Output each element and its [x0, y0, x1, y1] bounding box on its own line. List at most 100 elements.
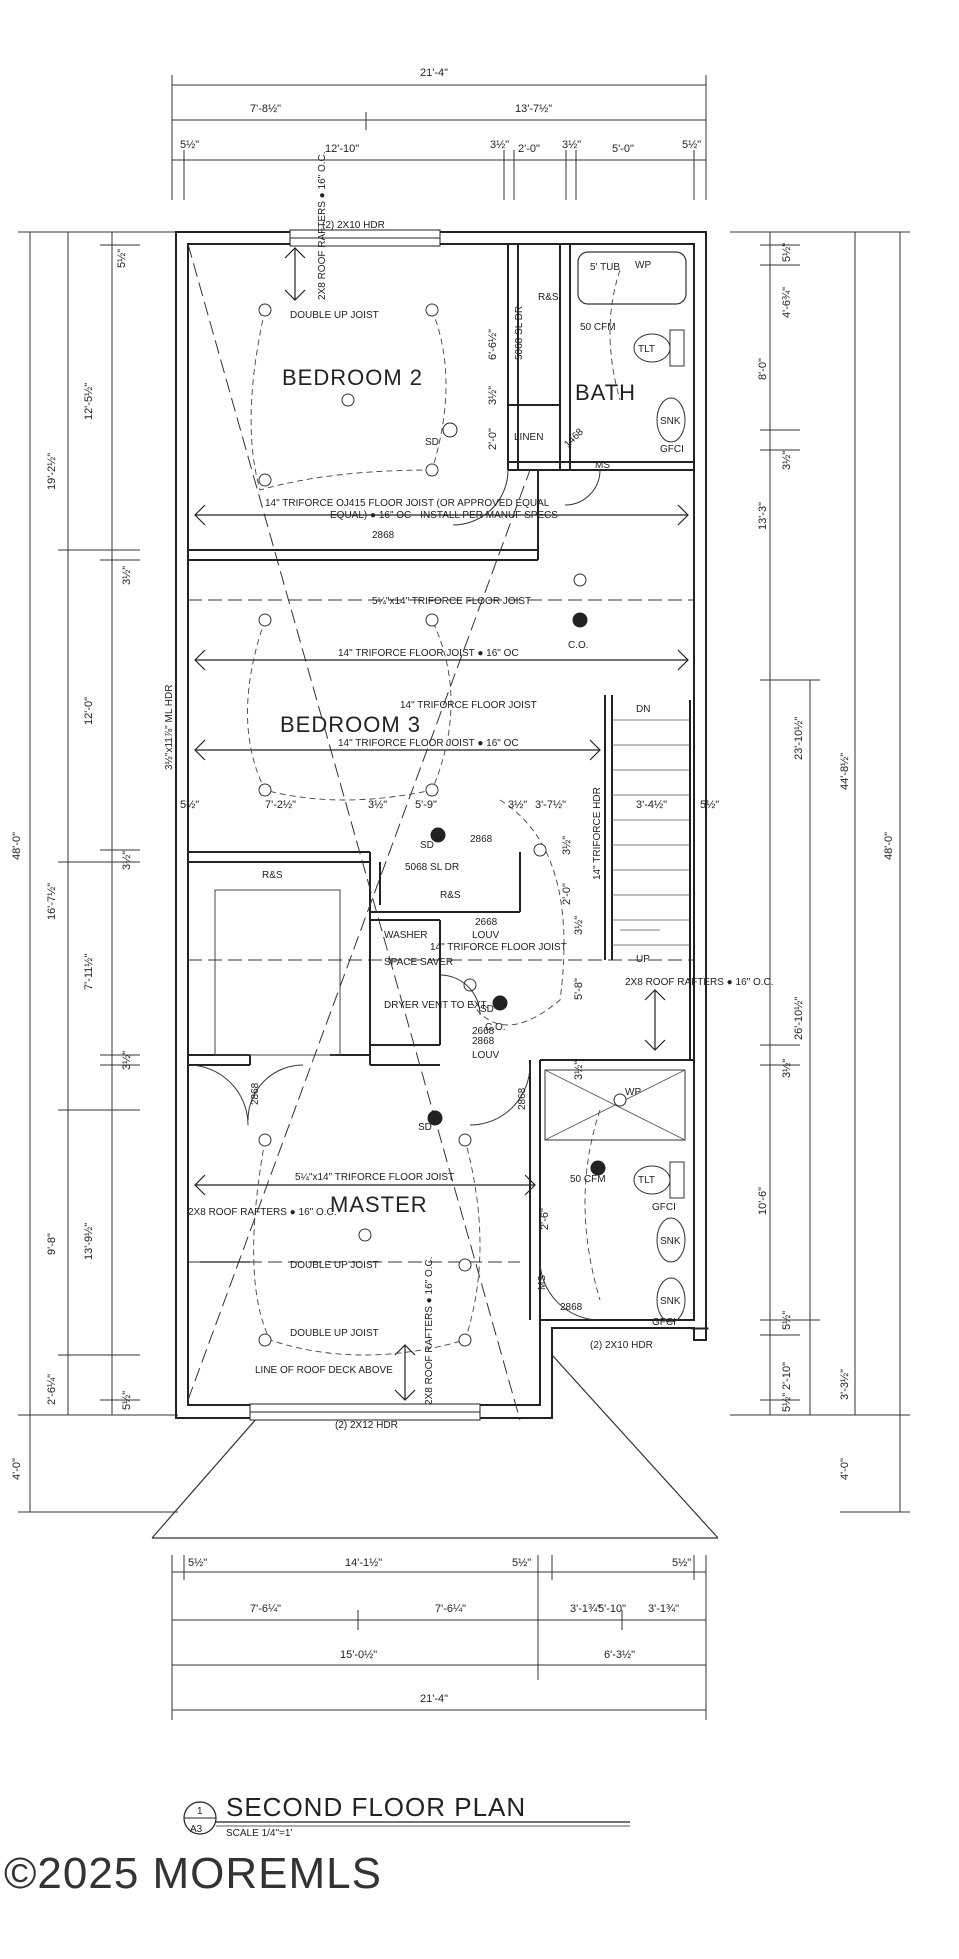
dim-top-c4: 2'-0"	[518, 143, 540, 155]
note-sd-1: SD	[425, 437, 439, 448]
dim-bot-c1: 15'-0½"	[340, 1649, 377, 1661]
dim-right-e9: 2'-10"	[781, 1362, 793, 1390]
note-rafters-bottom: 2X8 ROOF RAFTERS ● 16" O.C.	[424, 1256, 435, 1405]
dim-right-d: 3'-3½"	[839, 1369, 851, 1400]
note-gfci-3: GFCI	[652, 1317, 676, 1328]
note-joist-2: EQUAL) ● 16" OC - INSTALL PER MANUF SPEC…	[330, 510, 558, 521]
dim-right-e10: 5½"	[781, 1393, 793, 1412]
dim-left-c: 9'-8"	[46, 1233, 58, 1255]
note-tlt-2: TLT	[638, 1175, 655, 1186]
dim-bot-a2: 14'-1½"	[345, 1557, 382, 1569]
dim-right-e8: 5½"	[781, 1311, 793, 1330]
note-tlt-1: TLT	[638, 344, 655, 355]
dim-left-e4: 12'-0"	[83, 697, 95, 725]
note-gfci-1: GFCI	[660, 444, 684, 455]
dim-int-7: 5'-9"	[415, 799, 437, 811]
sheet-number: 1	[197, 1806, 203, 1817]
dim-left-a: 19'-2½"	[46, 453, 58, 490]
room-linen: LINEN	[514, 432, 543, 443]
note-wp-2: WP	[625, 1087, 641, 1098]
dim-left-e5: 3½"	[121, 851, 133, 870]
dim-int-2: 3½"	[487, 386, 499, 405]
note-triforce-4: 14" TRIFORCE FLOOR JOIST ● 16" OC	[338, 738, 519, 749]
dim-left-e8: 13'-9½"	[83, 1223, 95, 1260]
note-roof-line: LINE OF ROOF DECK ABOVE	[255, 1365, 393, 1376]
note-sd-3: SD	[480, 1004, 494, 1015]
dim-bot-b3: 3'-1¾"	[570, 1603, 601, 1615]
note-rafters-master: 2X8 ROOF RAFTERS ● 16" O.C.	[188, 1207, 337, 1218]
dim-left-f: 4'-0"	[11, 1458, 23, 1480]
dim-top-c2: 12'-10"	[325, 143, 359, 155]
smoke-detectors	[427, 422, 606, 1176]
room-bedroom3: BEDROOM 3	[280, 712, 421, 737]
dim-bot-overall: 21'-4"	[420, 1693, 448, 1705]
dim-int-8: 3½"	[508, 799, 527, 811]
dim-int-14: 3½"	[573, 916, 585, 935]
wiring	[247, 269, 621, 1356]
note-up: UP	[636, 954, 650, 965]
note-rs-3: R&S	[262, 870, 283, 881]
note-louv-2: LOUV	[472, 1050, 500, 1061]
note-double-up-3: DOUBLE UP JOIST	[290, 1328, 379, 1339]
note-joist-1: 14" TRIFORCE OJ415 FLOOR JOIST (OR APPRO…	[265, 498, 550, 509]
plan-title: SECOND FLOOR PLAN	[226, 1792, 526, 1822]
sheet-id: A3	[190, 1824, 203, 1835]
window-bottom	[249, 1403, 481, 1421]
dim-bot-b2: 7'-6¼"	[435, 1603, 466, 1615]
watermark: ©2025 MOREMLS	[4, 1849, 382, 1898]
dim-right-e1: 5½"	[781, 243, 793, 262]
note-triforce-hdr: 14" TRIFORCE HDR	[592, 787, 603, 880]
note-triforce-5: 14" TRIFORCE FLOOR JOIST	[430, 942, 567, 953]
note-sl-dr-2: 5068 SL DR	[405, 862, 459, 873]
note-gfci-2: GFCI	[652, 1202, 676, 1213]
room-bedroom2: BEDROOM 2	[282, 365, 423, 390]
dim-top-c6: 5'-0"	[612, 143, 634, 155]
dim-top-c3: 3½"	[490, 139, 509, 151]
note-ml-hdr: 3½"x11⅞" ML HDR	[164, 685, 175, 770]
note-hdr-right: (2) 2X10 HDR	[590, 1340, 653, 1351]
note-door-1468: 1468	[562, 426, 586, 450]
door-swings	[187, 469, 601, 1321]
dim-bot-b4: 3'-1¾"	[648, 1603, 679, 1615]
note-door-2868-c: 2868	[472, 1036, 495, 1047]
dim-left-e2: 12'-5½"	[83, 383, 95, 420]
dim-int-12: 2'-0"	[561, 883, 573, 905]
window-top	[289, 229, 441, 247]
dim-bot-a1: 5½"	[188, 1557, 207, 1569]
dim-int-13: 3½"	[561, 836, 573, 855]
note-space-saver: SPACE SAVER	[384, 957, 453, 968]
dim-int-1: 6'-6½"	[487, 329, 499, 360]
note-sd-4: SD	[418, 1122, 432, 1133]
note-co-2: C.O.	[485, 1022, 506, 1033]
dim-int-10: 3'-4½"	[636, 799, 667, 811]
dim-int-9: 3'-7½"	[535, 799, 566, 811]
window-right	[691, 1327, 709, 1330]
sinks	[656, 397, 686, 1323]
interior-walls	[188, 244, 694, 1320]
top-dimensions	[171, 75, 707, 200]
note-door-2868-a: 2868	[372, 530, 395, 541]
dim-int-16: 3½"	[573, 1061, 585, 1080]
dim-int-3: 2'-0"	[487, 428, 499, 450]
dim-right-b: 23'-10½"	[793, 717, 805, 760]
dim-int-6: 3½"	[368, 799, 387, 811]
dim-right-f: 4'-0"	[839, 1458, 851, 1480]
note-snk-3: SNK	[660, 1296, 681, 1307]
dim-top-overall: 21'-4"	[420, 67, 448, 79]
dim-right-c: 26'-10½"	[793, 997, 805, 1040]
left-dimensions	[18, 231, 178, 1513]
dim-left-d: 2'-6¼"	[46, 1374, 58, 1405]
exterior-walls	[175, 231, 707, 1419]
room-bath: BATH	[575, 380, 636, 405]
note-door-2868-f: 2868	[560, 1302, 583, 1313]
note-louv-1: LOUV	[472, 930, 500, 941]
dim-left-e1: 5½"	[116, 249, 128, 268]
closet-shelf	[214, 889, 341, 1056]
dim-bot-b1: 7'-6¼"	[250, 1603, 281, 1615]
note-dn: DN	[636, 704, 650, 715]
shower	[544, 1069, 686, 1141]
dim-left-b: 16'-7½"	[46, 883, 58, 920]
room-master: MASTER	[330, 1192, 428, 1217]
note-snk-1: SNK	[660, 416, 681, 427]
